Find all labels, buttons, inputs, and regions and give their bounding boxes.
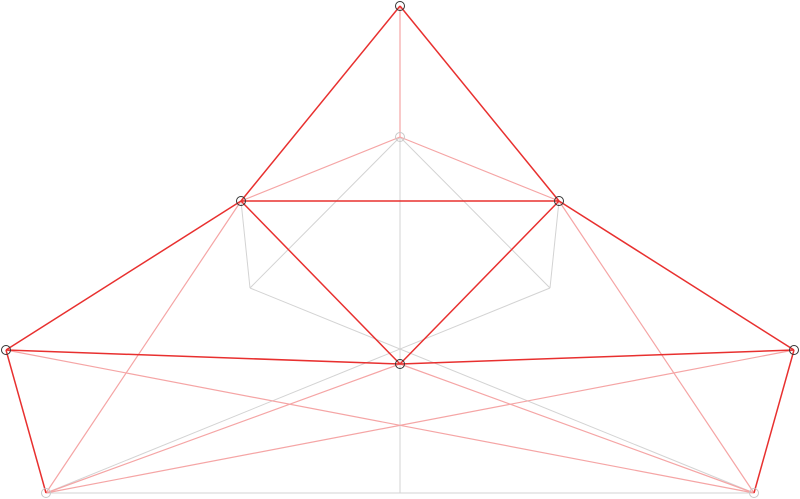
node-bottom-right xyxy=(749,488,759,498)
edge-inner-top-mid-right xyxy=(399,136,560,202)
red-edges-layer xyxy=(5,5,795,494)
node-inner-top xyxy=(395,132,405,142)
edge-mid-right-inner-right xyxy=(549,200,560,289)
edge-mid-left-inner-left xyxy=(240,200,251,289)
edge-inner-top-mid-left xyxy=(240,136,401,202)
node-top xyxy=(395,1,405,11)
edge-inner-top-inner-left xyxy=(249,136,401,289)
edge-mid-right-bottom-right xyxy=(558,200,755,494)
edge-right-center xyxy=(399,349,795,365)
edge-top-mid-right xyxy=(399,5,560,202)
node-bottom-left xyxy=(41,488,51,498)
node-left xyxy=(1,345,11,355)
edge-center-bottom-left xyxy=(45,363,401,494)
edge-mid-right-center xyxy=(399,200,560,365)
edge-top-mid-left xyxy=(240,5,401,202)
edge-inner-left-bottom-right xyxy=(249,287,755,494)
edge-center-bottom-right xyxy=(399,363,755,494)
pink-edges-layer xyxy=(5,6,795,494)
node-right xyxy=(789,345,799,355)
edge-right-bottom-left xyxy=(45,349,795,494)
edge-left-bottom-right xyxy=(5,349,755,494)
edge-mid-left-center xyxy=(240,200,401,365)
edge-mid-right-right xyxy=(558,200,795,351)
edge-mid-left-bottom-left xyxy=(45,200,242,494)
edge-inner-top-inner-right xyxy=(399,136,551,289)
edge-left-bottom-left xyxy=(5,349,47,494)
node-mid-right xyxy=(554,196,564,206)
edge-mid-left-left xyxy=(5,200,242,351)
edge-left-center xyxy=(5,349,401,365)
node-mid-left xyxy=(236,196,246,206)
edge-right-bottom-right xyxy=(753,349,795,494)
node-center xyxy=(395,359,405,369)
edge-inner-right-bottom-left xyxy=(45,287,551,494)
grey-edges-layer xyxy=(45,136,755,494)
